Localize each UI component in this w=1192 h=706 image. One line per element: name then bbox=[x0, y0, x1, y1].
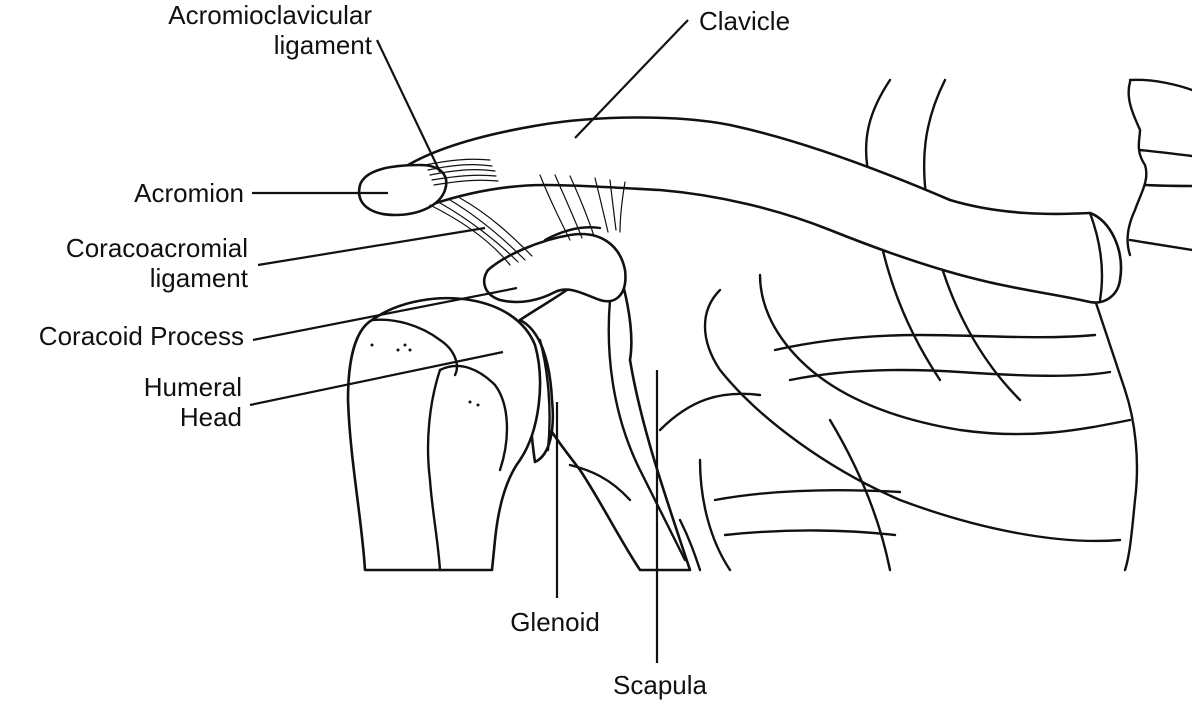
coracoacromial-ligament-label-line1: Coracoacromial bbox=[65, 233, 248, 263]
clavicle-bone bbox=[393, 116, 1123, 304]
glenoid-label: Glenoid bbox=[510, 607, 600, 637]
humeral-head-label-line1: Humeral bbox=[143, 372, 242, 402]
acromioclavicular-ligament-label: Acromioclavicular ligament bbox=[60, 0, 372, 60]
coracoid-process-label: Coracoid Process bbox=[38, 321, 244, 351]
clavicle-label: Clavicle bbox=[699, 6, 791, 36]
rib-cage bbox=[658, 78, 1192, 572]
acromion-label: Acromion bbox=[134, 178, 244, 208]
acromion-bone bbox=[357, 163, 448, 217]
humeral-head-label-line2: Head bbox=[179, 402, 242, 432]
humerus bbox=[346, 296, 542, 572]
leader-lines bbox=[249, 19, 689, 663]
ligament-fibers bbox=[424, 158, 626, 266]
humeral-head-label: Humeral Head bbox=[60, 372, 242, 432]
coracoid-process bbox=[483, 226, 627, 304]
coracoacromial-ligament-label-line2: ligament bbox=[149, 263, 248, 293]
acromioclavicular-ligament-label-line2: ligament bbox=[273, 30, 372, 60]
acromioclavicular-ligament-label-line1: Acromioclavicular bbox=[168, 0, 372, 30]
scapula-label: Scapula bbox=[613, 670, 707, 700]
coracoacromial-ligament-label: Coracoacromial ligament bbox=[0, 233, 248, 293]
